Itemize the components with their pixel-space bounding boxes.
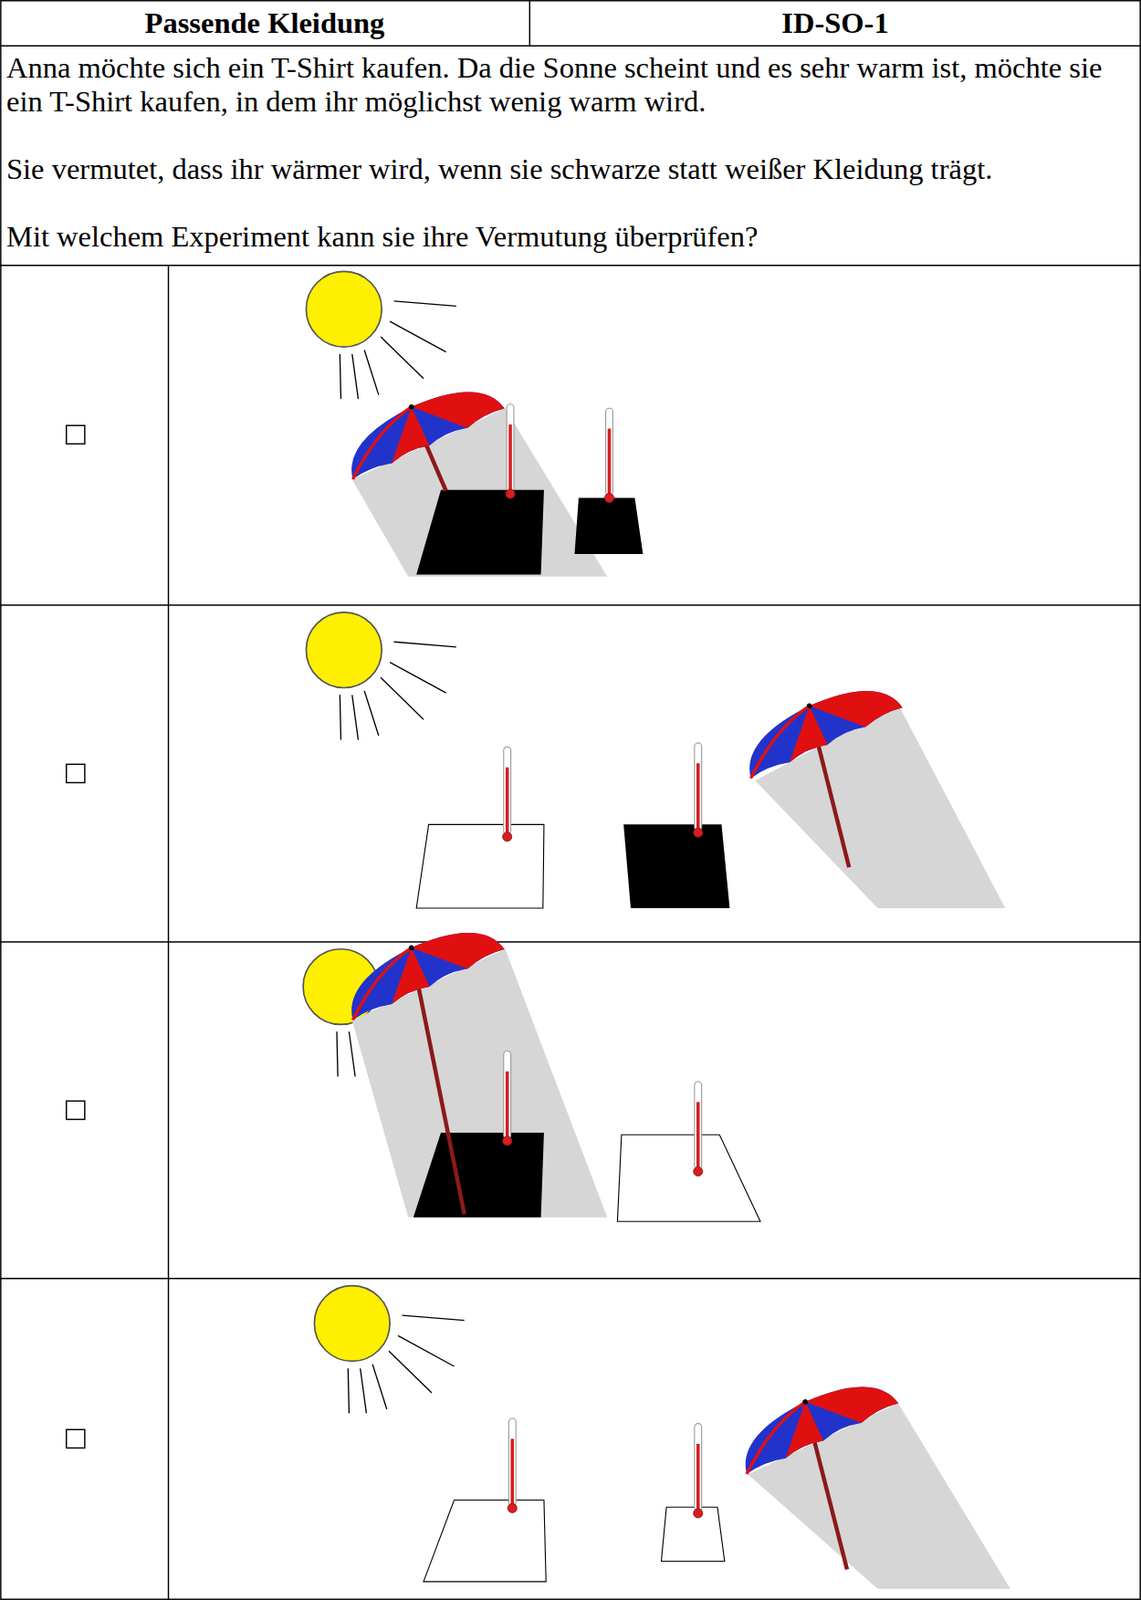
checkbox [66,425,85,1448]
task-id: ID-SO-1 [529,0,1141,46]
task-text: Sie vermutet, dass ihr wärmer wird, wenn… [6,152,1135,187]
task-text: Anna möchte sich ein T-Shirt kaufen. Da … [6,51,1135,119]
experiment-option-2 [305,612,1005,909]
task-text: Mit welchem Experiment kann sie ihre Ver… [6,219,1135,254]
experiment-option-4 [314,1286,1010,1590]
experiment-option-3 [303,910,761,1222]
experiment-option-1 [305,271,643,576]
worksheet-title: Passende Kleidung [0,0,530,46]
